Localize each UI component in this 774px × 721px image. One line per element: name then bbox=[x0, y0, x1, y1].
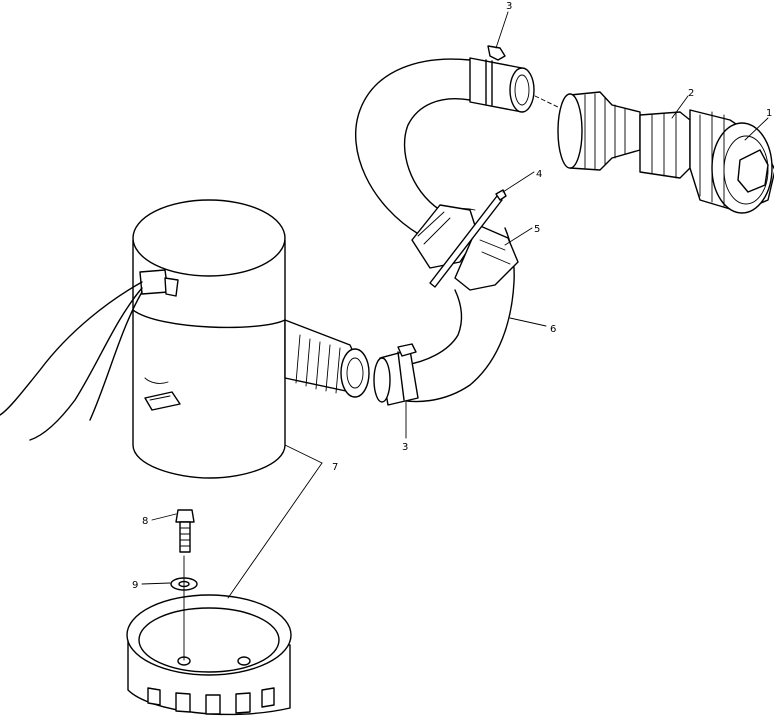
bilge-pump-body bbox=[132, 199, 286, 479]
callout-6: 6 bbox=[550, 324, 556, 335]
strainer-base bbox=[126, 594, 292, 716]
screw-8 bbox=[175, 509, 195, 553]
callout-2: 2 bbox=[688, 88, 694, 99]
pump-outlet bbox=[284, 319, 370, 398]
assembly-guide-line bbox=[534, 95, 561, 109]
hose-lower-cuff bbox=[373, 343, 419, 406]
callout-9: 9 bbox=[132, 580, 138, 591]
upper-clamp bbox=[487, 45, 506, 61]
thru-hull-fitting bbox=[557, 91, 774, 214]
leader-lines bbox=[141, 11, 769, 599]
callout-4: 4 bbox=[536, 169, 542, 180]
callout-1: 1 bbox=[766, 108, 772, 119]
pump-wires bbox=[0, 281, 143, 441]
callout-3-bottom: 3 bbox=[402, 442, 408, 453]
hose-upper-cuff bbox=[469, 57, 535, 113]
callout-7: 7 bbox=[332, 462, 338, 473]
callout-3-top: 3 bbox=[506, 1, 512, 12]
callout-5: 5 bbox=[534, 224, 540, 235]
cable-tie-4 bbox=[429, 189, 507, 288]
callout-8: 8 bbox=[142, 516, 148, 527]
